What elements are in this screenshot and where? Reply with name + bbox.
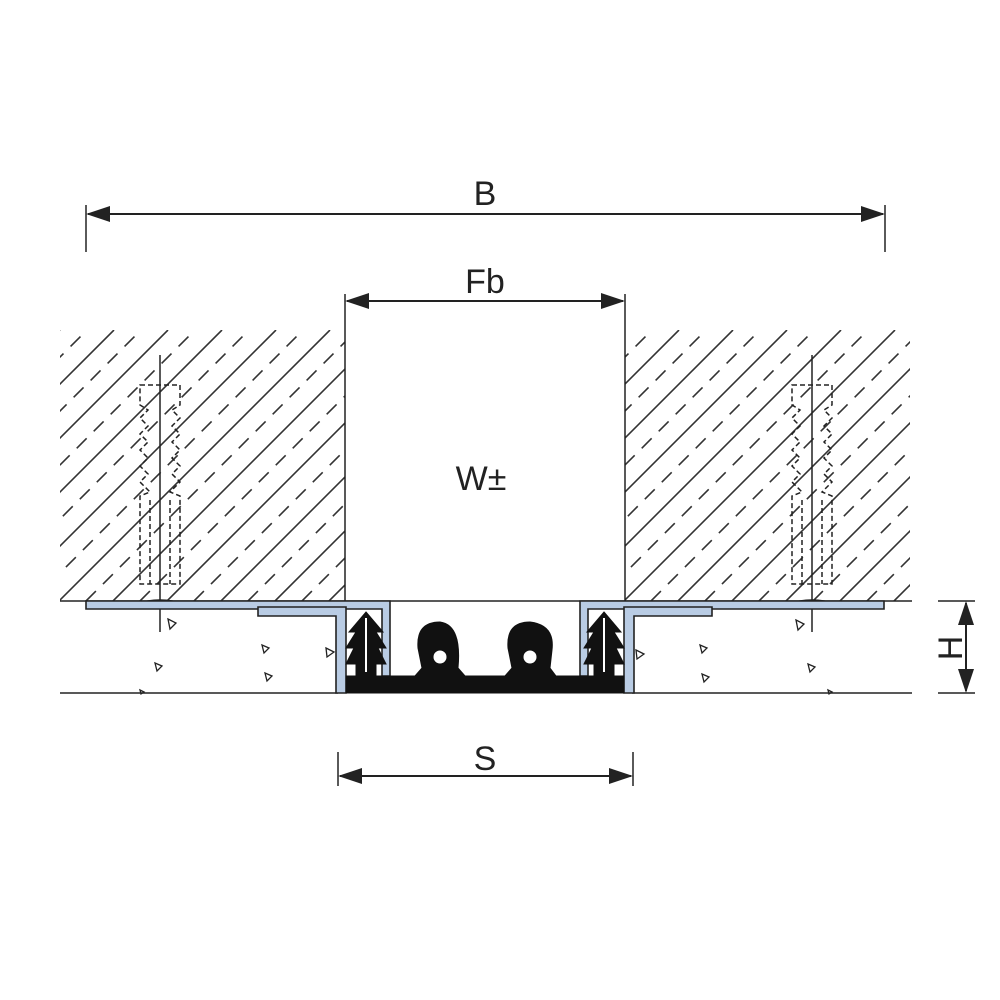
hatch-line (625, 330, 815, 521)
aggregate-marks (139, 617, 834, 696)
hatch-line (625, 330, 761, 467)
hatch-line (839, 529, 910, 601)
hatch-line (85, 340, 345, 601)
hatch-line (650, 340, 910, 601)
dimension-s-label: S (474, 740, 497, 778)
hatch-line (625, 330, 707, 413)
dimension-b-label: B (474, 175, 497, 213)
right-concrete-block (625, 330, 1000, 601)
hatch-line (625, 330, 869, 575)
hatch-line (60, 330, 61, 332)
dimension-h: H (932, 600, 975, 694)
dimension-s: S (337, 740, 634, 786)
movement-label: W± (456, 460, 507, 498)
hatch-line (60, 330, 331, 601)
right-metal-profile (579, 600, 885, 694)
hatch-line (166, 421, 345, 601)
hatch-line (921, 330, 1000, 601)
dimension-fb-label: Fb (465, 263, 505, 301)
hatch-line (625, 330, 842, 548)
hatch-line (893, 583, 910, 601)
elastomer-seal-insert (345, 611, 625, 694)
hatch-line (677, 367, 910, 601)
hatch-line (625, 330, 734, 440)
hatch-line (60, 330, 304, 575)
hatch-line (866, 556, 910, 601)
hatch-line (785, 475, 910, 601)
hatch-line (625, 330, 653, 359)
hatch-line (112, 367, 345, 601)
hatch-line (60, 330, 223, 494)
hatch-line (60, 330, 250, 521)
left-metal-profile (85, 600, 391, 694)
hatch-line (220, 475, 345, 601)
hatch-line (625, 330, 680, 386)
hatch-line (60, 330, 196, 467)
hatch-line (274, 529, 345, 601)
hatch-line (625, 330, 896, 601)
left-concrete-block (60, 330, 345, 601)
hatch-line (60, 330, 115, 386)
dimension-b: B (85, 175, 886, 252)
hatch-line (60, 330, 169, 440)
dimension-fb: Fb (344, 263, 626, 330)
dimension-h-label: H (932, 636, 970, 661)
hatch-line (758, 448, 910, 601)
hatch-line (60, 330, 142, 413)
hatch-line (731, 421, 910, 601)
hatch-line (625, 330, 788, 494)
